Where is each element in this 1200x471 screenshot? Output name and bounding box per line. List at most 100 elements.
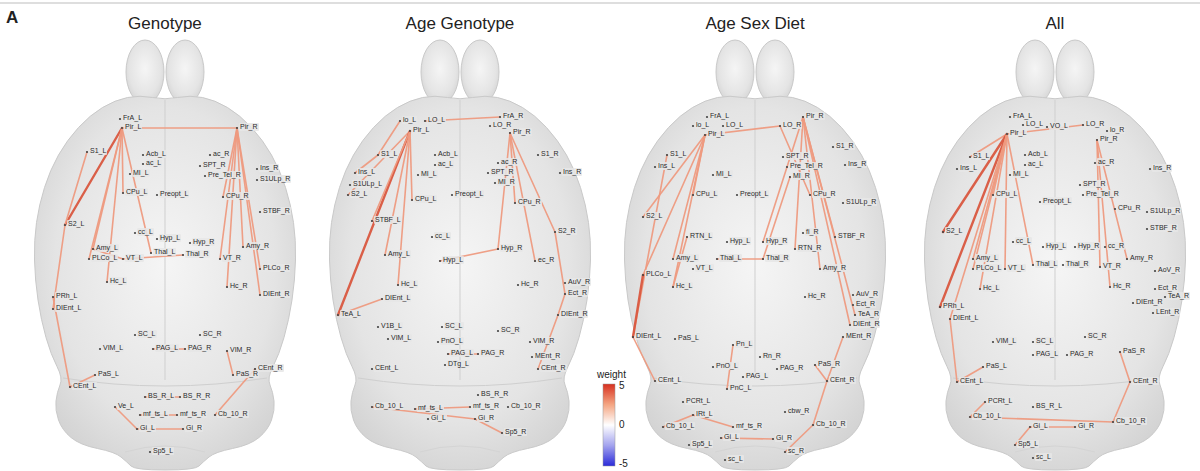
brainstem-border xyxy=(715,446,795,452)
region-dot xyxy=(514,202,516,204)
region-dot xyxy=(704,134,706,136)
region-label: DIEnt_L xyxy=(384,294,411,302)
region-label: VT_L xyxy=(1007,264,1026,272)
region-dot xyxy=(236,127,238,129)
region-dot xyxy=(686,236,688,238)
region-label: Ins_R xyxy=(259,164,279,172)
region-dot xyxy=(152,348,154,350)
region-dot xyxy=(712,174,714,176)
region-dot xyxy=(852,304,854,306)
region-label: VT_L xyxy=(125,254,144,262)
region-label: RTN_L xyxy=(689,232,713,240)
region-label: FrA_L xyxy=(1012,112,1033,120)
region-label: BS_R_R xyxy=(182,392,211,400)
region-dot xyxy=(1082,124,1084,126)
region-label: MI_L xyxy=(1012,170,1030,178)
region-label: DIEnt_R xyxy=(262,290,290,298)
region-dot xyxy=(1004,268,1006,270)
region-dot xyxy=(1032,264,1034,266)
region-label: Cb_10_L xyxy=(374,402,404,410)
region-label: IRt_L xyxy=(695,410,714,418)
region-dot xyxy=(417,174,419,176)
region-dot xyxy=(226,350,228,352)
region-dot xyxy=(144,396,146,398)
region-dot xyxy=(642,274,644,276)
region-dot xyxy=(666,154,668,156)
region-label: PLCo_L xyxy=(91,254,118,262)
region-label: PCRt_L xyxy=(685,397,712,405)
region-label: S2_L xyxy=(645,212,663,220)
region-label: lo_R xyxy=(1109,126,1125,134)
region-label: Amy_R xyxy=(1129,254,1154,262)
region-dot xyxy=(692,268,694,270)
region-dot xyxy=(564,282,566,284)
region-dot xyxy=(1099,266,1101,268)
region-dot xyxy=(804,296,806,298)
region-label: S1ULp_R xyxy=(259,175,291,183)
region-dot xyxy=(784,411,786,413)
region-label: Hyp_L xyxy=(442,256,464,264)
region-dot xyxy=(424,120,426,122)
region-dot xyxy=(672,258,674,260)
region-dot xyxy=(692,125,694,127)
region-label: Pir_R xyxy=(512,128,532,136)
region-label: Pre_Tel_R xyxy=(207,171,242,179)
region-label: PAG_L xyxy=(745,372,769,380)
midline xyxy=(1055,100,1056,380)
region-label: VIM_R xyxy=(532,337,555,345)
region-label: MI_L xyxy=(420,170,438,178)
region-label: Thal_R xyxy=(765,254,790,262)
region-label: SPT_R xyxy=(1082,180,1107,188)
region-label: Sp5_L xyxy=(1017,440,1039,448)
region-dot xyxy=(1032,406,1034,408)
region-dot xyxy=(1112,421,1114,423)
region-label: Hyp_R xyxy=(1077,242,1100,250)
region-dot xyxy=(489,125,491,127)
region-dot xyxy=(554,231,556,233)
region-dot xyxy=(92,248,94,250)
region-dot xyxy=(371,220,373,222)
region-label: PAG_L xyxy=(155,344,179,352)
region-label: FrA_R xyxy=(502,112,524,120)
region-label: PAG_R xyxy=(779,364,804,372)
region-dot xyxy=(716,258,718,260)
region-label: SPT_R xyxy=(490,168,515,176)
region-dot xyxy=(732,344,734,346)
region-label: mf_ts_L xyxy=(417,404,444,412)
top-rule xyxy=(0,3,1200,4)
region-dot xyxy=(377,326,379,328)
region-dot xyxy=(726,388,728,390)
region-label: lo_L xyxy=(695,121,710,129)
region-dot xyxy=(1012,241,1014,243)
region-dot xyxy=(1009,116,1011,118)
region-label: Cb_10_R xyxy=(510,402,542,410)
olfactory-bulb xyxy=(126,40,164,104)
region-label: mf_ts_R xyxy=(735,422,763,430)
region-label: Cb_10_R xyxy=(815,420,847,428)
region-dot xyxy=(662,426,664,428)
region-dot xyxy=(969,416,971,418)
region-dot xyxy=(1164,296,1166,298)
region-dot xyxy=(672,286,674,288)
region-label: PaS_L xyxy=(97,370,120,378)
region-dot xyxy=(477,353,479,355)
region-dot xyxy=(557,314,559,316)
region-label: Ins_R xyxy=(562,168,582,176)
region-label: SC_R xyxy=(202,330,223,338)
region-dot xyxy=(559,172,561,174)
region-label: VT_R xyxy=(222,254,242,262)
region-label: S1ULp_L xyxy=(352,180,383,188)
region-dot xyxy=(1042,246,1044,248)
region-label: Hyp_R xyxy=(500,244,523,252)
region-dot xyxy=(259,294,261,296)
region-dot xyxy=(531,356,533,358)
region-dot xyxy=(434,164,436,166)
region-label: Gi_R xyxy=(1077,422,1095,430)
connection-line xyxy=(950,319,957,382)
region-label: Gi_L xyxy=(1032,422,1049,430)
region-dot xyxy=(722,125,724,127)
region-dot xyxy=(772,438,774,440)
connection-line xyxy=(410,131,412,200)
region-dot xyxy=(956,381,958,383)
region-dot xyxy=(724,459,726,461)
